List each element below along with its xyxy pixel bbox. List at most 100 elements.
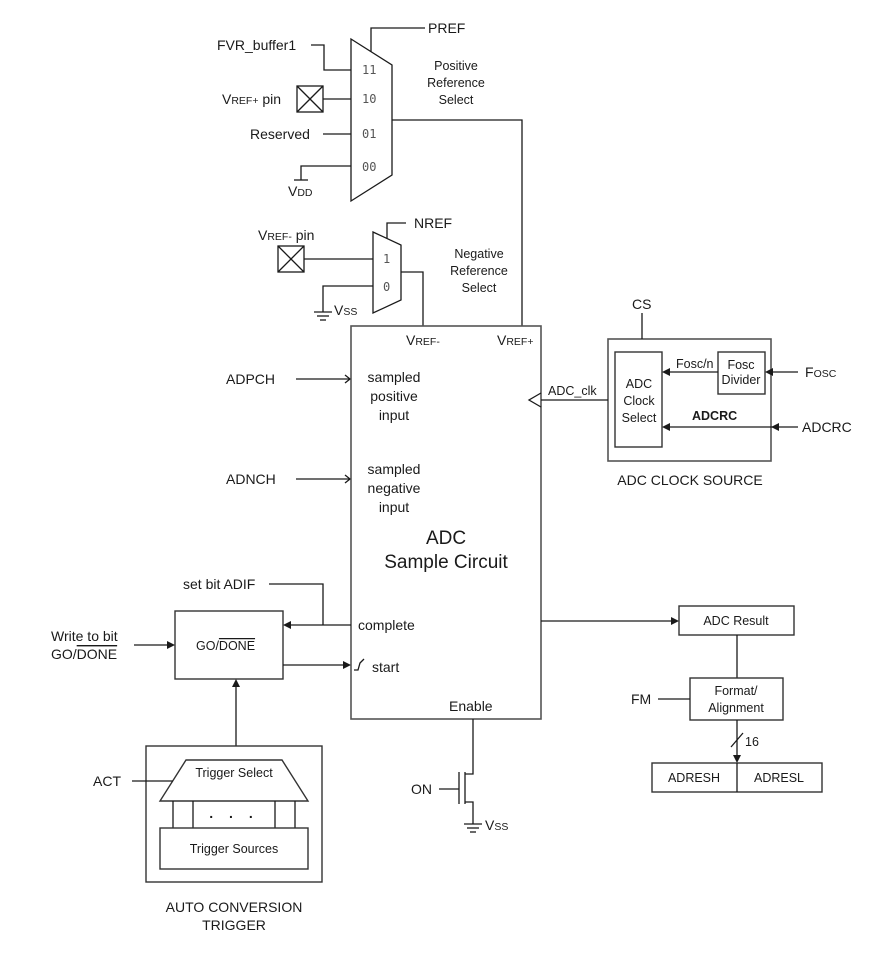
negative-reference-mux: NREF 1 0 Negative Reference Select VREF-… (258, 215, 508, 326)
negative-mux-title-1: Negative (454, 247, 503, 261)
clock-select-text-2: Clock (623, 394, 655, 408)
fosc-input-label: FOSC (805, 364, 837, 380)
vref-minus-port-label: VREF- (406, 332, 440, 348)
auto-conversion-trigger: Trigger Select . . . Trigger Sources ACT… (93, 745, 323, 933)
enable-label: Enable (449, 698, 493, 714)
fosc-arrow-icon (765, 368, 773, 376)
write-bit-label-2: GO/DONE (51, 646, 117, 662)
adc-sample-circuit: VREF- VREF+ sampled positive input sampl… (226, 325, 542, 720)
vref-plus-port-label: VREF+ (497, 332, 533, 348)
fosc-divider-box (717, 351, 766, 395)
rising-edge-icon (354, 658, 365, 671)
positive-mux-title-1: Positive (434, 59, 478, 73)
go-done-block: GO/DONE Write to bit GO/DONE set bit ADI… (51, 576, 351, 760)
negative-input-text-2: negative (368, 480, 421, 496)
fosc-divider-text-1: Fosc (727, 358, 754, 372)
negative-mux-title-3: Select (462, 281, 497, 295)
negative-mux-shape (372, 230, 402, 315)
go-done-box-label: GO/DONE (196, 639, 255, 653)
positive-mux-title-2: Reference (427, 76, 485, 90)
clock-input-marker-icon (527, 392, 542, 408)
trigger-sources-box (159, 827, 309, 870)
complete-arrow-icon (283, 621, 291, 629)
trigger-caption-2: TRIGGER (202, 917, 266, 933)
on-label: ON (411, 781, 432, 797)
ground-icon (464, 823, 482, 833)
format-label-2: Alignment (708, 701, 764, 715)
clock-select-text-3: Select (622, 411, 657, 425)
vss-input-line (322, 285, 373, 312)
adpch-arrow-icon (344, 374, 352, 384)
trigger-sources-label: Trigger Sources (190, 842, 278, 856)
adnch-arrow-icon (344, 474, 352, 484)
adcrc-inner-label: ADCRC (692, 409, 737, 423)
positive-input-text-1: sampled (368, 369, 421, 385)
format-label-1: Format/ (714, 684, 758, 698)
clock-source-caption: ADC CLOCK SOURCE (617, 472, 762, 488)
mux-code-11: 11 (362, 63, 376, 77)
negative-input-text-1: sampled (368, 461, 421, 477)
bus-slash-icon (730, 732, 744, 748)
vref-plus-output-line (392, 119, 523, 326)
switch-vss-label: VSS (485, 817, 508, 833)
clock-select-text-1: ADC (626, 377, 652, 391)
adc-title-1: ADC (426, 528, 466, 549)
adc-clk-label: ADC_clk (548, 384, 597, 398)
mux-code-01: 01 (362, 127, 376, 141)
set-adif-label: set bit ADIF (183, 576, 255, 592)
nref-label: NREF (414, 215, 452, 231)
adcrc-arrow-icon (662, 423, 670, 431)
vref-minus-output-line (401, 271, 424, 326)
fvr-buffer1-label: FVR_buffer1 (217, 37, 296, 53)
pref-control-line (370, 27, 425, 52)
fvr-input-line (311, 44, 351, 71)
adc-title-2: Sample Circuit (384, 552, 508, 573)
positive-input-text-2: positive (370, 388, 418, 404)
start-label: start (372, 659, 399, 675)
vref-minus-pin-icon (277, 245, 305, 273)
negative-mux-title-2: Reference (450, 264, 508, 278)
positive-mux-shape (350, 37, 393, 203)
mux-code-00: 00 (362, 160, 376, 174)
mux-code-1: 1 (383, 252, 390, 266)
adcrc-input-arrow-icon (771, 423, 779, 431)
adc-clock-source: CS ADC Clock Select Fosc Divider Fosc/n … (541, 296, 852, 488)
nref-control-line (386, 222, 406, 238)
pref-label: PREF (428, 20, 465, 36)
format-box (689, 677, 784, 721)
positive-mux-title-3: Select (439, 93, 474, 107)
fm-label: FM (631, 691, 651, 707)
adnch-label: ADNCH (226, 471, 276, 487)
adc-sample-box (350, 325, 542, 720)
adif-line (269, 583, 324, 625)
reserved-label: Reserved (250, 126, 310, 142)
vdd-label: VDD (288, 183, 313, 199)
source-line (465, 801, 474, 824)
adc-result-path: ADC Result Format/ Alignment FM 16 ADRES… (541, 605, 823, 793)
fosc-n-arrow-icon (662, 368, 670, 376)
adresh-label: ADRESH (668, 771, 720, 785)
trigger-select-shape (158, 759, 310, 802)
trigger-caption-1: AUTO CONVERSION (166, 899, 303, 915)
go-done-box (174, 610, 284, 680)
vref-plus-pin-icon (296, 85, 324, 113)
positive-input-text-3: input (379, 407, 409, 423)
vref-plus-pin-label: VREF+ pin (222, 91, 281, 107)
fosc-n-label: Fosc/n (676, 357, 714, 371)
trigger-select-label: Trigger Select (195, 766, 273, 780)
vss-label: VSS (334, 302, 357, 318)
drain-line (465, 719, 474, 775)
bus-width-label: 16 (745, 735, 759, 749)
adc-clock-select-box (614, 351, 663, 448)
write-bit-label-1: Write to bit (51, 628, 118, 644)
positive-reference-mux: PREF 11 1 0 01 00 Positive Reference Sele… (217, 20, 523, 326)
enable-switch: ON VSS (411, 719, 508, 833)
start-arrow-icon (343, 661, 351, 669)
fosc-divider-text-2: Divider (722, 373, 761, 387)
complete-label: complete (358, 617, 415, 633)
cs-label: CS (632, 296, 651, 312)
mux-code-0: 0 (383, 280, 390, 294)
adpch-label: ADPCH (226, 371, 275, 387)
trigger-dots: . . . (209, 805, 258, 821)
